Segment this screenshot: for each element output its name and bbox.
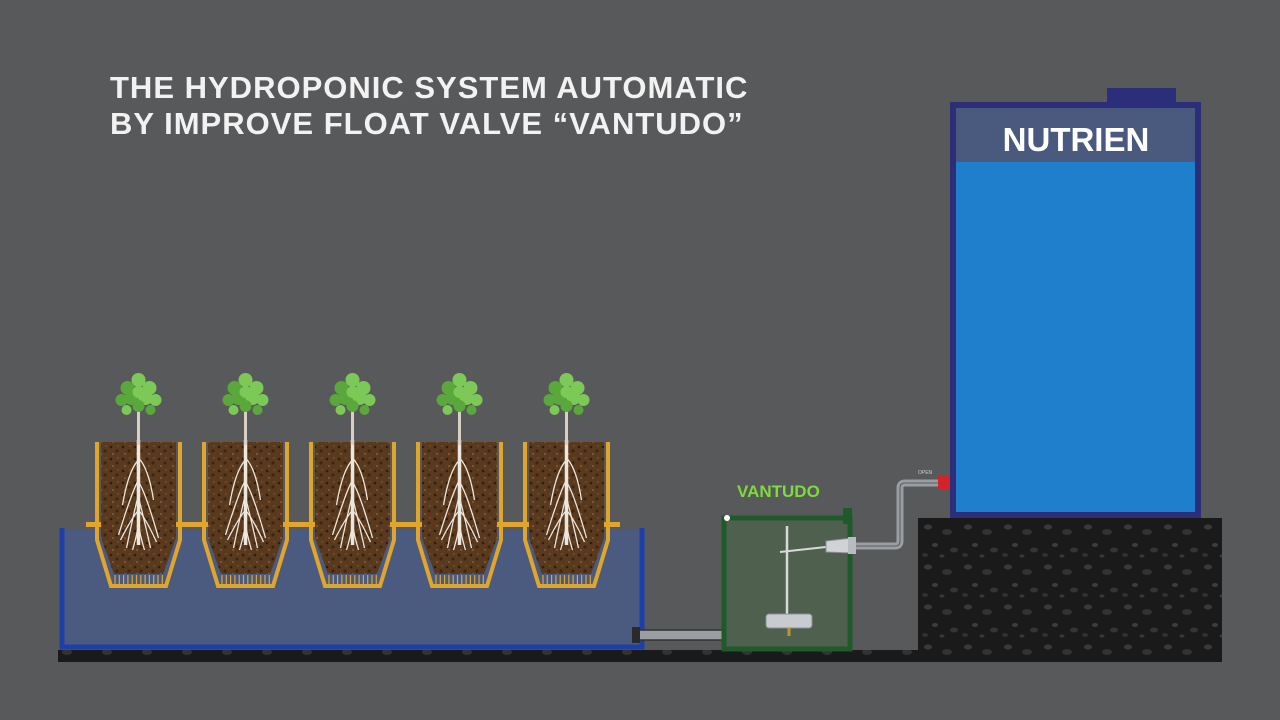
plant-pot [416, 373, 503, 588]
title-line-1: THE HYDROPONIC SYSTEM AUTOMATIC [110, 70, 749, 105]
tank-cap [1107, 88, 1176, 105]
plant-roots [438, 440, 481, 551]
vantudo-label: VANTUDO [737, 482, 820, 501]
diagram-title: THE HYDROPONIC SYSTEM AUTOMATIC BY IMPRO… [110, 70, 748, 142]
plant-pot [95, 373, 182, 588]
reservoir-frame [59, 528, 645, 650]
connection-pipe [635, 629, 733, 641]
plant-pot [309, 373, 396, 588]
plant-pot [523, 373, 610, 588]
vantudo-corner-dot [724, 515, 730, 521]
title-line-2: BY IMPROVE FLOAT VALVE “VANTUDO” [110, 106, 744, 141]
pot-outline [523, 442, 610, 588]
plant-roots [117, 440, 160, 551]
tank-stand [918, 518, 1222, 662]
tank-label: NUTRIEN [1003, 121, 1150, 158]
tank-header [956, 108, 1195, 162]
pot-outline [416, 442, 503, 588]
plant-pots [95, 373, 610, 588]
plant-leaves [436, 373, 483, 415]
pipe-coupling-left [632, 627, 640, 643]
pot-outline [95, 442, 182, 588]
tap-open-label: OPEN [918, 470, 933, 476]
tap-valve[interactable] [938, 476, 952, 489]
plant-roots [331, 440, 374, 551]
pot-outline [202, 442, 289, 588]
plant-pot [202, 373, 289, 588]
float-valve-nut [848, 537, 856, 554]
plant-leaves [222, 373, 269, 415]
float-ball [765, 613, 813, 629]
nutrient-tank [950, 102, 1201, 518]
plant-roots [545, 440, 588, 551]
vantudo-post [843, 508, 852, 524]
plant-roots [224, 440, 267, 551]
plant-leaves [329, 373, 376, 415]
plant-leaves [115, 373, 162, 415]
plant-leaves [543, 373, 590, 415]
supply-pipe-outline [856, 482, 945, 547]
pot-outline [309, 442, 396, 588]
